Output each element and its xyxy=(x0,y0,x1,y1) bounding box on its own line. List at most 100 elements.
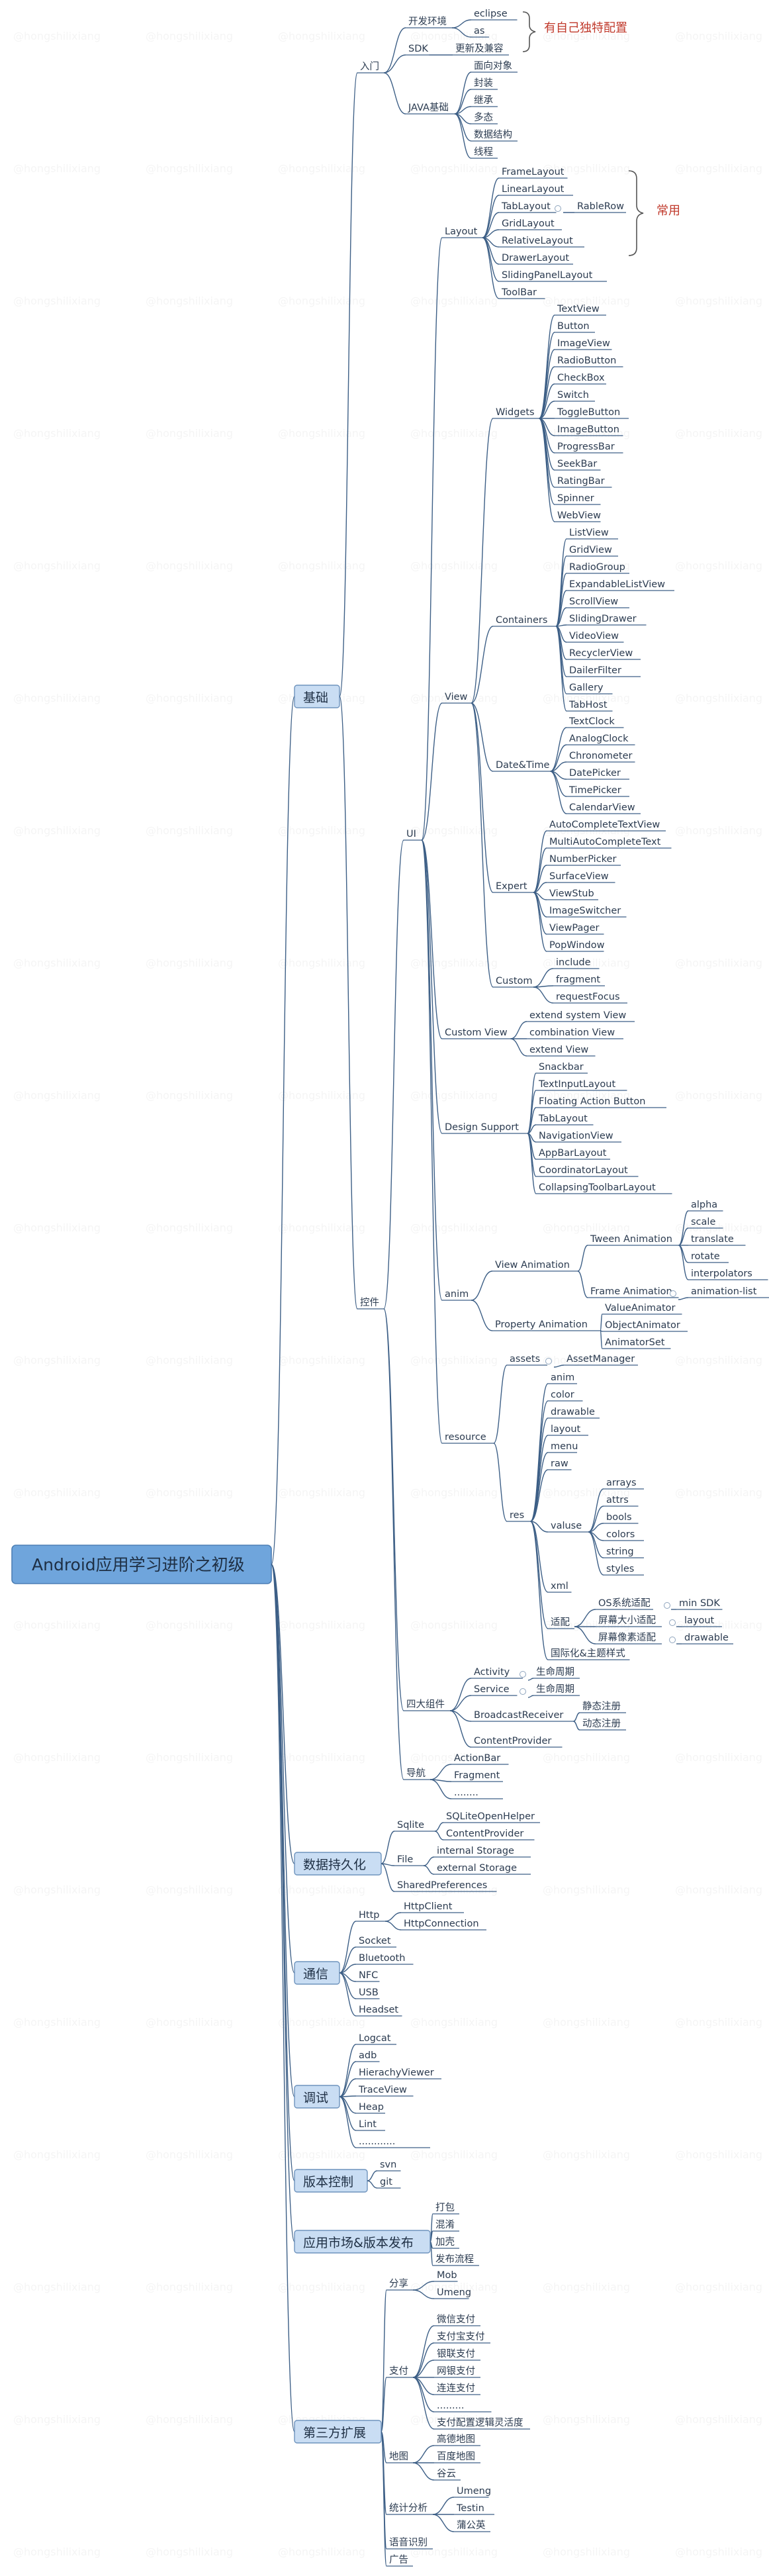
sidazujian-node: 四大组件 xyxy=(406,1699,445,1710)
httpconnection-node: HttpConnection xyxy=(404,1919,479,1929)
assetmanager-node: AssetManager xyxy=(566,1354,635,1364)
switch-node: Switch xyxy=(557,390,589,401)
radiogroup-node: RadioGroup xyxy=(569,562,625,573)
connector-branch xyxy=(271,1564,295,1864)
testin-node: Testin xyxy=(456,2503,484,2514)
gallery-node: Gallery xyxy=(569,683,604,693)
connector-item xyxy=(529,1521,549,1629)
combination-view-node: combination View xyxy=(529,1027,615,1038)
connector-webview xyxy=(538,418,555,522)
checkbox-node: CheckBox xyxy=(557,373,605,383)
connector-git xyxy=(367,2180,378,2189)
branch-3-label: 调试 xyxy=(303,2091,328,2105)
brace-dev-env xyxy=(522,11,536,52)
layout-node: layout xyxy=(551,1424,581,1435)
connector-item xyxy=(432,2514,455,2532)
debug-hierachyviewer-node: HierachyViewer xyxy=(359,2068,434,2078)
connector-gallery xyxy=(555,626,567,694)
drawable-node: drawable xyxy=(551,1407,595,1417)
connector-sidazujian xyxy=(383,1308,404,1711)
arrays-node: arrays xyxy=(606,1478,637,1488)
extend-system-view-node: extend system View xyxy=(529,1010,626,1021)
string-node: string xyxy=(606,1547,634,1557)
coordinatorlayout-node: CoordinatorLayout xyxy=(539,1165,628,1176)
item-node: 线程 xyxy=(474,146,493,158)
connector-slidingpanellayout xyxy=(482,237,500,282)
item-node: 支付宝支付 xyxy=(437,2331,485,2342)
gridlayout-node: GridLayout xyxy=(502,218,555,229)
brace-layout xyxy=(628,170,644,256)
view-node: View xyxy=(445,692,468,702)
extend-view-node: extend View xyxy=(529,1045,588,1055)
framelayout-node: FrameLayout xyxy=(502,167,565,177)
actionbar-node: ActionBar xyxy=(454,1753,500,1764)
item-node: 面向对象 xyxy=(474,60,512,72)
rumen-node: 入门 xyxy=(360,61,379,72)
raw-node: raw xyxy=(551,1458,568,1469)
connector-sharedpreferences xyxy=(381,1863,395,1892)
http-node: Http xyxy=(359,1910,379,1921)
external-storage-node: external Storage xyxy=(437,1863,517,1874)
kaifa-node: 开发环境 xyxy=(408,15,447,27)
contentprovider-node: ContentProvider xyxy=(474,1736,551,1746)
git-node: git xyxy=(380,2177,392,2187)
expandablelistview-node: ExpandableListView xyxy=(569,579,665,590)
connector-valuse xyxy=(530,1521,549,1533)
shipei-leaf-0-node: min SDK xyxy=(679,1598,720,1609)
connector-as xyxy=(451,27,472,38)
debug-lint-node: Lint xyxy=(359,2119,377,2130)
connector-dot xyxy=(669,1637,676,1643)
valueanimator-node: ValueAnimator xyxy=(605,1303,676,1313)
release-2-node: 加壳 xyxy=(435,2236,455,2248)
connector-popwindow xyxy=(533,892,547,952)
drawerlayout-node: DrawerLayout xyxy=(502,253,569,263)
recyclerview-node: RecyclerView xyxy=(569,648,633,659)
textinputlayout-node: TextInputLayout xyxy=(538,1079,615,1090)
sharedpreferences-node: SharedPreferences xyxy=(397,1880,487,1891)
third-3-node: 统计分析 xyxy=(389,2503,428,2514)
fragment-node: Fragment xyxy=(454,1770,500,1781)
item-node: 网银支付 xyxy=(437,2365,475,2377)
connector-assetmanager xyxy=(553,1364,565,1368)
requestfocus-node: requestFocus xyxy=(556,992,620,1002)
connector-view xyxy=(421,702,443,841)
connector-textclock xyxy=(550,727,567,772)
connector-extend-system-view xyxy=(510,1021,527,1039)
debug-adb-node: adb xyxy=(359,2050,377,2061)
chronometer-node: Chronometer xyxy=(569,751,633,761)
item-node: 数据结构 xyxy=(474,129,512,140)
item-node: 银联支付 xyxy=(437,2348,475,2360)
connector-activity xyxy=(449,1678,472,1711)
item-node: 支付配置逻辑灵活度 xyxy=(437,2417,523,2428)
item-node: 动态注册 xyxy=(582,1718,621,1729)
connector-branch xyxy=(271,1564,295,1974)
release-0-node: 打包 xyxy=(435,2202,455,2213)
connector-switch xyxy=(539,401,555,419)
date-time-node: Date&Time xyxy=(496,760,550,771)
collapsingtoolbarlayout-node: CollapsingToolbarLayout xyxy=(539,1182,656,1193)
connector-textinputlayout xyxy=(527,1090,537,1134)
connector-contentprovider xyxy=(434,1831,444,1840)
branch-2-label: 通信 xyxy=(303,1967,328,1981)
res-node: res xyxy=(510,1510,524,1521)
kongjian-node: 控件 xyxy=(360,1297,379,1308)
connector-item xyxy=(454,89,472,115)
item-node: 继承 xyxy=(474,95,493,106)
connector-httpclient xyxy=(384,1912,402,1922)
autocompletetextview-node: AutoCompleteTextView xyxy=(549,820,660,830)
connector-item xyxy=(573,1712,580,1722)
attrs-node: attrs xyxy=(606,1495,629,1505)
connector-third-5 xyxy=(381,2431,387,2567)
connector-actionbar xyxy=(430,1764,452,1780)
connector-imageview xyxy=(538,349,555,419)
bools-node: bools xyxy=(606,1512,632,1523)
rotate-node: rotate xyxy=(691,1251,720,1262)
timepicker-node: TimePicker xyxy=(568,785,621,796)
scale-node: scale xyxy=(691,1217,715,1227)
item-node: 谷云 xyxy=(437,2468,456,2479)
shipei-1-node: 屏幕大小适配 xyxy=(598,1615,656,1626)
relativelayout-node: RelativeLayout xyxy=(502,236,573,246)
styles-node: styles xyxy=(606,1564,634,1574)
connector-valueanimator xyxy=(600,1313,603,1331)
